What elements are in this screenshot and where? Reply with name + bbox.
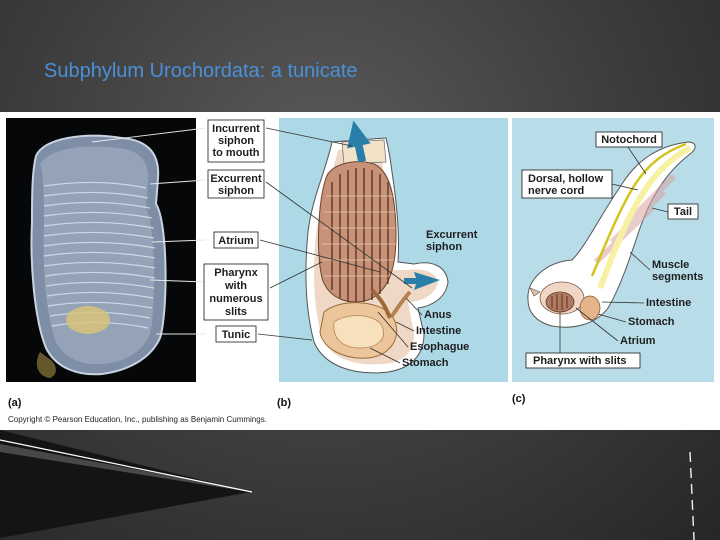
excurrent-arrow [404, 272, 440, 290]
incurrent-arrow [347, 120, 371, 163]
panel-letter-b: (b) [277, 397, 291, 409]
footer-white-rule [0, 439, 253, 493]
label-pharynx-a-4: slits [225, 306, 247, 318]
photo-gut [66, 306, 110, 334]
panel-letter-c: (c) [512, 393, 526, 405]
label-pharynx-a-3: numerous [209, 293, 262, 305]
label-pharynx-a-1: Pharynx [214, 267, 258, 279]
label-muscle-1: Muscle [652, 259, 689, 271]
label-tail: Tail [674, 206, 692, 218]
label-excurrent-siphon-a-1: Excurrent [210, 173, 262, 185]
label-pharynx-slits: Pharynx with slits [533, 355, 627, 367]
label-pharynx-a-2: with [224, 280, 247, 292]
label-intestine-c: Intestine [646, 297, 691, 309]
panel-b-labels: Excurrent siphon Anus Intestine Esophagu… [369, 229, 478, 369]
label-atrium-a: Atrium [218, 235, 254, 247]
label-incurrent-siphon-1: Incurrent [212, 123, 260, 135]
label-esophagus: Esophague [410, 341, 469, 353]
label-excurrent-siphon-b-1: Excurrent [426, 229, 478, 241]
tunicate-figure: Incurrent siphon to mouth Excurrent siph… [0, 112, 720, 430]
label-tunic: Tunic [222, 329, 251, 341]
label-anus: Anus [424, 309, 452, 321]
copyright-text: Copyright © Pearson Education, Inc., pub… [8, 415, 267, 424]
label-intestine-b: Intestine [416, 325, 461, 337]
panel-a-leaders [91, 127, 207, 335]
label-nerve-cord-2: nerve cord [528, 185, 584, 197]
panel-c-labels: Notochord Dorsal, hollow nerve cord Tail… [521, 131, 703, 369]
larva-body [527, 141, 696, 328]
cross-panel-leaders [257, 127, 413, 341]
label-notochord: Notochord [601, 134, 657, 146]
label-incurrent-siphon-2: siphon [218, 135, 254, 147]
panel-a [6, 118, 196, 382]
notochord-shape [597, 145, 692, 290]
label-nerve-cord-1: Dorsal, hollow [528, 173, 604, 185]
footer-dashed-line [689, 451, 695, 540]
panel-letter-a: (a) [8, 397, 22, 409]
larva-stomach [579, 295, 601, 321]
pharynx-basket [318, 161, 397, 303]
label-stomach-b: Stomach [402, 357, 449, 369]
label-muscle-2: segments [652, 271, 703, 283]
panel-a-labels: Incurrent siphon to mouth Excurrent siph… [203, 119, 269, 343]
panel-b [279, 118, 508, 382]
tunicate-photo [30, 134, 167, 378]
larva-pharynx [545, 291, 575, 313]
label-excurrent-siphon-a-2: siphon [218, 185, 254, 197]
label-stomach-c: Stomach [628, 316, 675, 328]
slide-footer-decoration [0, 430, 695, 540]
label-incurrent-siphon-3: to mouth [212, 147, 259, 159]
nerve-cord-shape [590, 142, 687, 277]
slide-title: Subphylum Urochordata: a tunicate [44, 60, 358, 82]
label-atrium-c: Atrium [620, 335, 656, 347]
label-excurrent-siphon-b-2: siphon [426, 241, 462, 253]
panel-c [512, 118, 714, 382]
gut [319, 288, 412, 359]
